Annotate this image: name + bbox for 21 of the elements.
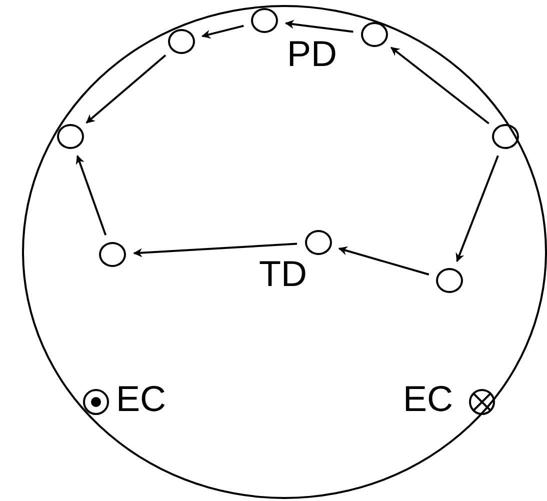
- region-label: TD: [259, 256, 307, 292]
- arrow: [201, 24, 244, 39]
- region-label: EC: [116, 381, 166, 417]
- arrow: [76, 155, 107, 236]
- arrow: [133, 242, 298, 258]
- small-circle: [492, 124, 519, 149]
- arrow: [390, 46, 490, 124]
- region-label: EC: [403, 381, 454, 417]
- arrow: [338, 246, 430, 276]
- small-circle: [436, 268, 463, 293]
- small-circle: [57, 124, 84, 149]
- arrow: [456, 155, 499, 262]
- arrow: [284, 20, 354, 33]
- small-circle: [251, 8, 278, 33]
- small-circle: [168, 29, 195, 54]
- outer-circle: [22, 5, 547, 499]
- arrow: [86, 54, 166, 124]
- region-label: PD: [287, 36, 338, 72]
- small-circle: [305, 230, 332, 255]
- small-circle: [361, 22, 388, 47]
- small-circle: [99, 242, 126, 267]
